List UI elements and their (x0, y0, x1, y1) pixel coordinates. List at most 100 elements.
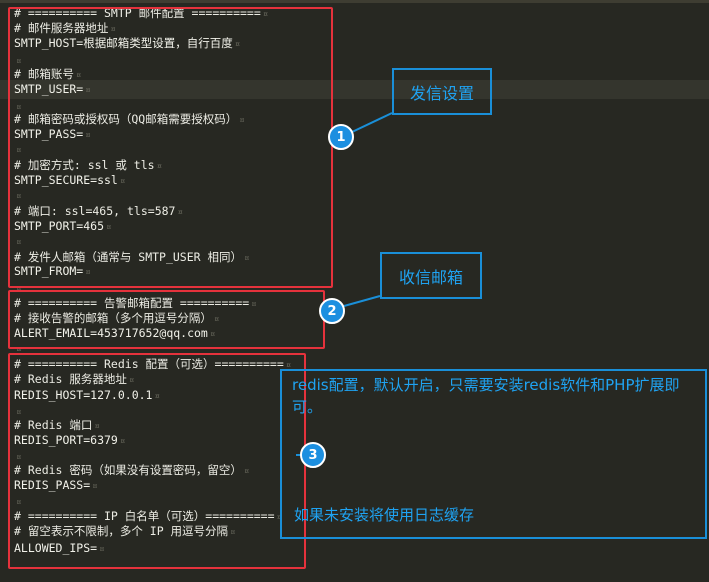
code-line[interactable]: SMTP_HOST=根据邮箱类型设置，自行百度¤ (14, 36, 240, 52)
code-line-text: # 发件人邮箱（通常与 SMTP_USER 相同） (14, 250, 243, 264)
code-line-text: # 邮箱密码或授权码（QQ邮箱需要授权码） (14, 112, 238, 126)
code-line[interactable]: # 留空表示不限制，多个 IP 用逗号分隔¤ (14, 524, 235, 540)
code-line[interactable]: ¤ (14, 53, 21, 69)
callout-receive-email-text: 收信邮箱 (398, 267, 463, 287)
code-line[interactable]: ALERT_EMAIL=453717652@qq.com¤ (14, 326, 215, 342)
code-line[interactable]: # 邮箱密码或授权码（QQ邮箱需要授权码）¤ (14, 112, 245, 128)
code-line-text: ALERT_EMAIL=453717652@qq.com (14, 326, 208, 340)
code-line[interactable]: # 邮件服务器地址¤ (14, 21, 116, 37)
line-end-marker: ¤ (16, 57, 22, 67)
code-line-text: # ========== SMTP 邮件配置 ========== (14, 6, 261, 20)
line-end-marker: ¤ (16, 103, 22, 113)
line-end-marker: ¤ (177, 208, 183, 218)
step-badge-2-number: 2 (327, 303, 337, 319)
code-line[interactable]: REDIS_HOST=127.0.0.1¤ (14, 388, 160, 404)
line-end-marker: ¤ (230, 528, 236, 538)
callout-redis-note: redis配置，默认开启，只需要安装redis软件和PHP扩展即可。 如果未安装… (280, 369, 707, 539)
code-line[interactable]: ¤ (14, 99, 21, 115)
code-line[interactable]: ¤ (14, 142, 21, 158)
code-line[interactable]: # 端口: ssl=465, tls=587¤ (14, 204, 183, 220)
code-line[interactable]: # 发件人邮箱（通常与 SMTP_USER 相同）¤ (14, 250, 249, 266)
code-line-text: # Redis 密码（如果没有设置密码，留空） (14, 463, 242, 477)
code-line[interactable]: ¤ (14, 404, 21, 420)
code-line[interactable]: SMTP_SECURE=ssl¤ (14, 173, 125, 189)
code-line-text: REDIS_HOST=127.0.0.1 (14, 388, 153, 402)
code-line-text: ALLOWED_IPS= (14, 541, 98, 555)
code-line-text: # 加密方式: ssl 或 tls (14, 158, 155, 172)
line-end-marker: ¤ (85, 86, 91, 96)
line-end-marker: ¤ (119, 437, 126, 447)
editor-top-bar (0, 0, 709, 3)
code-line[interactable]: ¤ (14, 188, 21, 204)
redis-config-highlight-box (8, 353, 306, 569)
line-end-marker: ¤ (234, 40, 241, 50)
code-line[interactable]: # Redis 密码（如果没有设置密码，留空）¤ (14, 463, 249, 479)
code-line[interactable]: ¤ (14, 341, 21, 357)
line-end-marker: ¤ (262, 10, 269, 20)
code-line[interactable]: # 接收告警的邮箱（多个用逗号分隔）¤ (14, 311, 219, 327)
line-end-marker: ¤ (156, 162, 163, 172)
code-line[interactable]: # 邮箱账号¤ (14, 67, 81, 83)
line-end-marker: ¤ (209, 330, 216, 340)
line-end-marker: ¤ (251, 300, 257, 310)
code-line[interactable]: SMTP_FROM=¤ (14, 264, 91, 280)
step-badge-1: 1 (328, 124, 354, 150)
line-end-marker: ¤ (16, 408, 22, 418)
line-end-marker: ¤ (239, 116, 245, 126)
code-line[interactable]: SMTP_PASS=¤ (14, 127, 91, 143)
line-end-marker: ¤ (276, 513, 282, 523)
code-line[interactable]: # ========== Redis 配置（可选）==========¤ (14, 357, 291, 373)
line-end-marker: ¤ (154, 392, 160, 402)
line-end-marker: ¤ (92, 482, 98, 492)
line-end-marker: ¤ (285, 361, 292, 371)
step-badge-3-number: 3 (308, 447, 318, 463)
line-end-marker: ¤ (85, 131, 91, 141)
line-end-marker: ¤ (244, 254, 250, 264)
step-badge-3: 3 (300, 442, 326, 468)
current-line-highlight (0, 80, 709, 99)
code-line[interactable]: ¤ (14, 494, 21, 510)
code-line-text: REDIS_PORT=6379 (14, 433, 118, 447)
code-line[interactable]: # Redis 端口¤ (14, 418, 100, 434)
callout-redis-note-line2: 如果未安装将使用日志缓存 (294, 506, 475, 524)
line-end-marker: ¤ (16, 345, 22, 355)
code-line[interactable]: REDIS_PASS=¤ (14, 478, 98, 494)
line-end-marker: ¤ (110, 25, 116, 35)
line-end-marker: ¤ (75, 71, 82, 81)
code-line[interactable]: ¤ (14, 234, 21, 250)
line-end-marker: ¤ (106, 223, 112, 233)
code-line[interactable]: ALLOWED_IPS=¤ (14, 541, 105, 557)
code-line[interactable]: REDIS_PORT=6379¤ (14, 433, 125, 449)
code-line-text: # 邮件服务器地址 (14, 21, 109, 35)
line-end-marker: ¤ (119, 177, 126, 187)
code-line[interactable]: SMTP_PORT=465¤ (14, 219, 111, 235)
code-line[interactable]: SMTP_USER=¤ (14, 82, 91, 98)
step-badge-1-number: 1 (336, 129, 346, 145)
code-line-text: # ========== Redis 配置（可选）========== (14, 357, 284, 371)
code-line-text: SMTP_PASS= (14, 127, 84, 141)
code-line[interactable]: # 加密方式: ssl 或 tls¤ (14, 158, 162, 174)
line-end-marker: ¤ (99, 545, 105, 555)
line-end-marker: ¤ (243, 467, 250, 477)
code-line[interactable]: # Redis 服务器地址¤ (14, 372, 134, 388)
code-line-text: REDIS_PASS= (14, 478, 91, 492)
code-line[interactable]: # ========== SMTP 邮件配置 ==========¤ (14, 6, 268, 22)
code-line-text: # Redis 端口 (14, 418, 93, 432)
code-line-text: SMTP_FROM= (14, 264, 84, 278)
code-line[interactable]: ¤ (14, 341, 21, 357)
code-line-text: SMTP_SECURE=ssl (14, 173, 118, 187)
code-line[interactable]: # ========== IP 白名单（可选）==========¤ (14, 509, 282, 525)
code-line[interactable]: ¤ (14, 280, 21, 296)
line-end-marker: ¤ (213, 315, 220, 325)
code-line-text: SMTP_PORT=465 (14, 219, 105, 233)
code-line-text: # ========== IP 白名单（可选）========== (14, 509, 275, 523)
line-end-marker: ¤ (85, 268, 91, 278)
line-end-marker: ¤ (16, 453, 22, 463)
code-line-text: SMTP_HOST=根据邮箱类型设置，自行百度 (14, 36, 233, 50)
line-end-marker: ¤ (128, 376, 135, 386)
code-line[interactable]: # ========== 告警邮箱配置 ==========¤ (14, 296, 257, 312)
code-line-text: # 接收告警的邮箱（多个用逗号分隔） (14, 311, 212, 325)
line-end-marker: ¤ (16, 192, 22, 202)
code-line[interactable]: ¤ (14, 449, 21, 465)
